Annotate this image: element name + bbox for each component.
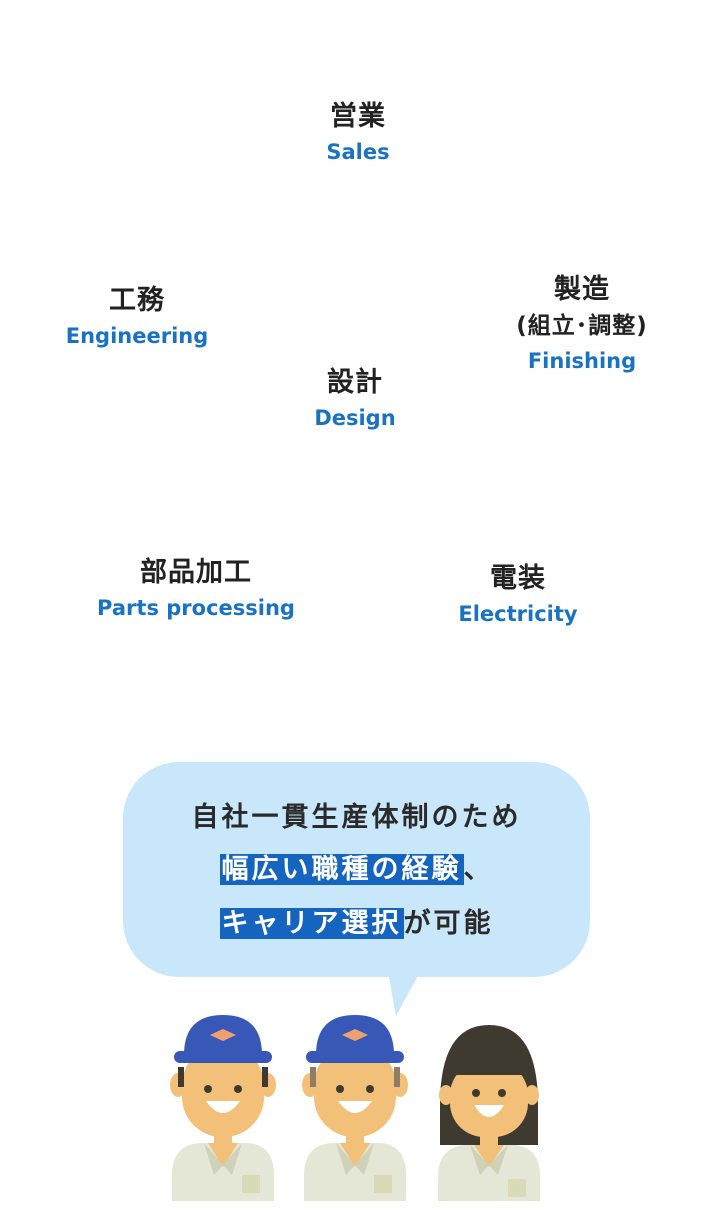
dept-electricity-jp: 電装 (490, 563, 546, 594)
bubble-highlight-experience: 幅広い職種の経験 (219, 854, 464, 885)
dept-finishing: 製造 (組立･調整) Finishing (467, 273, 697, 375)
workers-illustration (170, 1015, 540, 1201)
bubble-highlight-career: キャリア選択 (219, 908, 404, 939)
dept-engineering: 工務 Engineering (37, 284, 237, 350)
dept-electricity: 電装 Electricity (418, 562, 618, 628)
dept-design: 設計 Design (255, 366, 455, 432)
worker-with-cap-icon (302, 1015, 408, 1201)
bubble-line-3-tail: が可能 (403, 908, 494, 939)
woman-worker-icon (438, 1025, 540, 1201)
bubble-line-1: 自社一貫生産体制のため (191, 802, 522, 833)
dept-engineering-jp: 工務 (109, 285, 165, 316)
worker-with-cap-icon (170, 1015, 276, 1201)
dept-sales-jp: 営業 (330, 101, 386, 132)
dept-sales-en: Sales (326, 140, 390, 164)
dept-parts-en: Parts processing (97, 596, 295, 620)
dept-finishing-en: Finishing (527, 349, 637, 373)
dept-finishing-jp-sub: (組立･調整) (516, 313, 648, 339)
dept-parts-jp: 部品加工 (140, 557, 252, 588)
dept-engineering-en: Engineering (65, 324, 209, 348)
dept-finishing-jp: 製造 (554, 274, 610, 305)
bubble-line-2: 幅広い職種の経験、 (123, 850, 590, 890)
dept-design-en: Design (314, 406, 396, 430)
dept-parts-processing: 部品加工 Parts processing (86, 556, 306, 622)
dept-electricity-en: Electricity (458, 602, 578, 626)
dept-design-jp: 設計 (327, 367, 383, 398)
dept-sales: 営業 Sales (258, 100, 458, 166)
bubble-line-3: キャリア選択が可能 (123, 904, 590, 944)
speech-bubble: 自社一貫生産体制のため 幅広い職種の経験、 キャリア選択が可能 (123, 762, 590, 977)
bubble-line-2-tail: 、 (463, 854, 494, 885)
